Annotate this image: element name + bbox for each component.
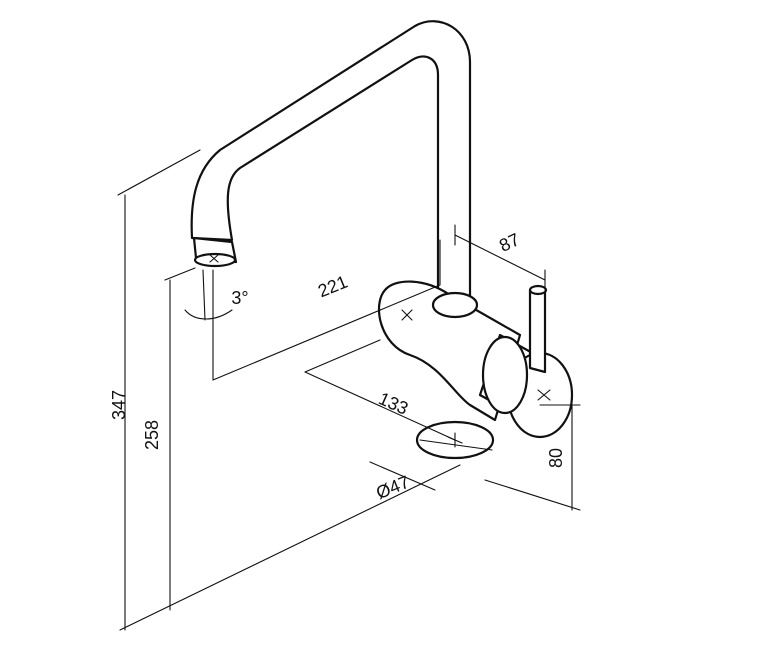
faucet-body xyxy=(209,254,574,460)
dimension-lines xyxy=(117,149,581,631)
dim-total-height: 347 xyxy=(109,390,129,420)
dim-spout-reach: 221 xyxy=(315,272,350,302)
dim-lever-depth: 87 xyxy=(496,229,523,256)
mixer-lever xyxy=(528,288,547,374)
spout-tube xyxy=(190,20,472,302)
dim-swivel-angle: 3° xyxy=(231,288,248,308)
dim-body-offset: 133 xyxy=(376,388,412,418)
dim-spout-height: 258 xyxy=(142,420,162,450)
dim-base-diameter: Ø47 xyxy=(373,472,412,503)
dim-lever-height: 80 xyxy=(546,448,566,468)
